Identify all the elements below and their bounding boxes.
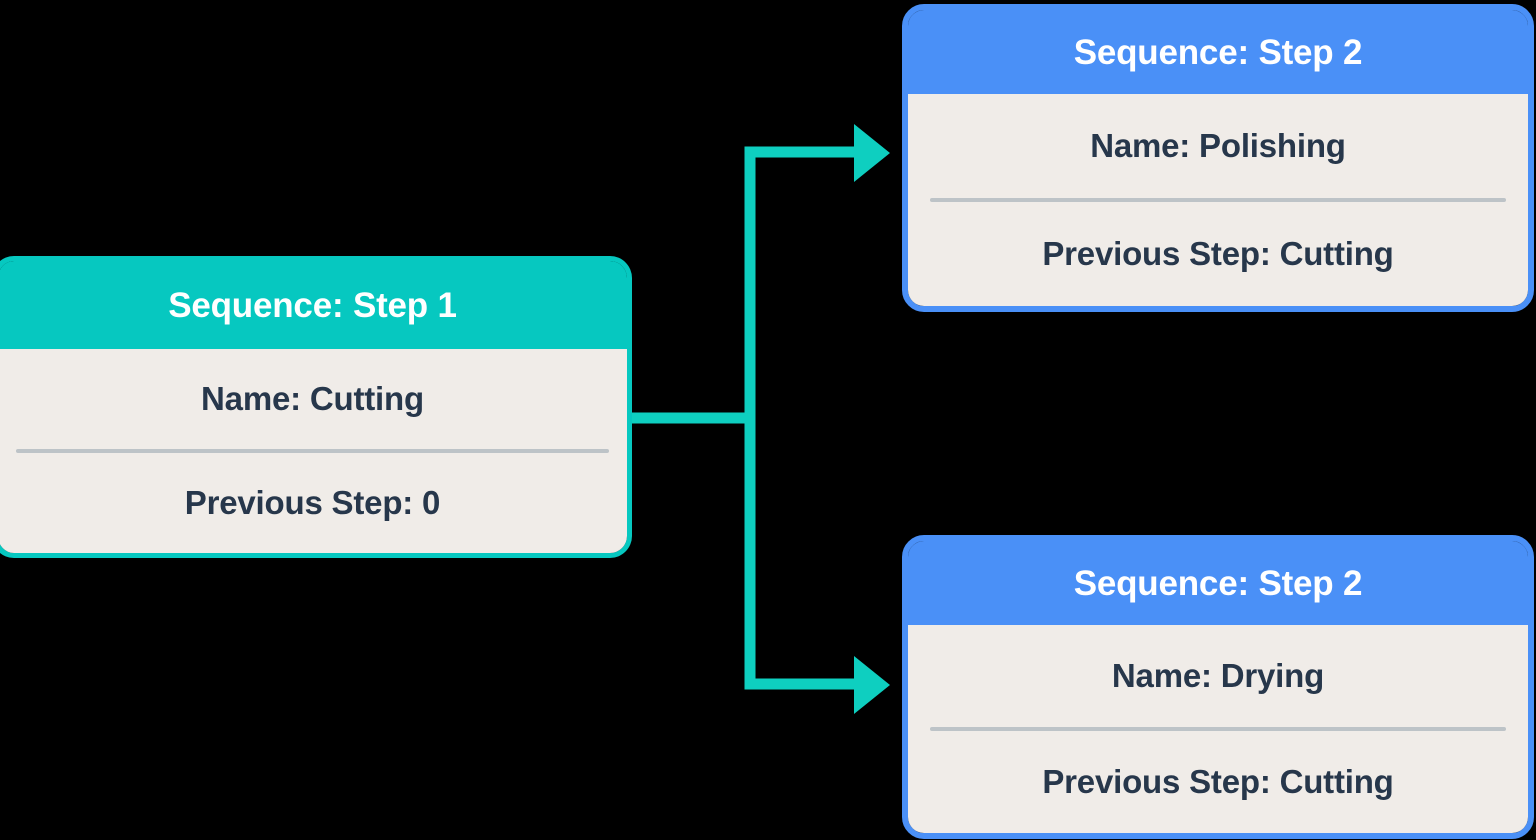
node-step2-drying-header: Sequence: Step 2 xyxy=(908,541,1528,625)
node-step2-polishing-header: Sequence: Step 2 xyxy=(908,10,1528,94)
node-step2-drying-field-name: Name: Drying xyxy=(1111,657,1325,694)
node-step2-drying-field-previous-step: Previous Step: Cutting xyxy=(1042,763,1394,800)
node-step1-field-previous-step: Previous Step: 0 xyxy=(184,484,441,521)
node-step2-polishing-field-name: Name: Polishing xyxy=(1090,127,1346,164)
node-step2-drying[interactable]: Sequence: Step 2 Name: Drying Previous S… xyxy=(902,535,1534,839)
node-step2-drying-divider xyxy=(930,727,1506,731)
node-step1-field-name: Name: Cutting xyxy=(201,380,424,417)
node-step2-polishing-divider xyxy=(930,198,1506,202)
edge-step1-to-step2b xyxy=(744,418,860,690)
node-step2-drying-body: Name: Drying Previous Step: Cutting xyxy=(908,625,1528,833)
arrowhead-step2a xyxy=(854,124,890,182)
node-step1-body: Name: Cutting Previous Step: 0 xyxy=(0,349,627,553)
node-step1-header: Sequence: Step 1 xyxy=(0,261,627,349)
node-step1-divider xyxy=(16,449,609,453)
node-step2-polishing-field-previous-step: Previous Step: Cutting xyxy=(1042,235,1394,272)
arrowhead-step2b xyxy=(854,656,890,714)
node-step2-polishing[interactable]: Sequence: Step 2 Name: Polishing Previou… xyxy=(902,4,1534,312)
node-step1[interactable]: Sequence: Step 1 Name: Cutting Previous … xyxy=(0,256,632,558)
edge-step1-to-step2a xyxy=(628,146,860,424)
node-step2-polishing-body: Name: Polishing Previous Step: Cutting xyxy=(908,94,1528,306)
